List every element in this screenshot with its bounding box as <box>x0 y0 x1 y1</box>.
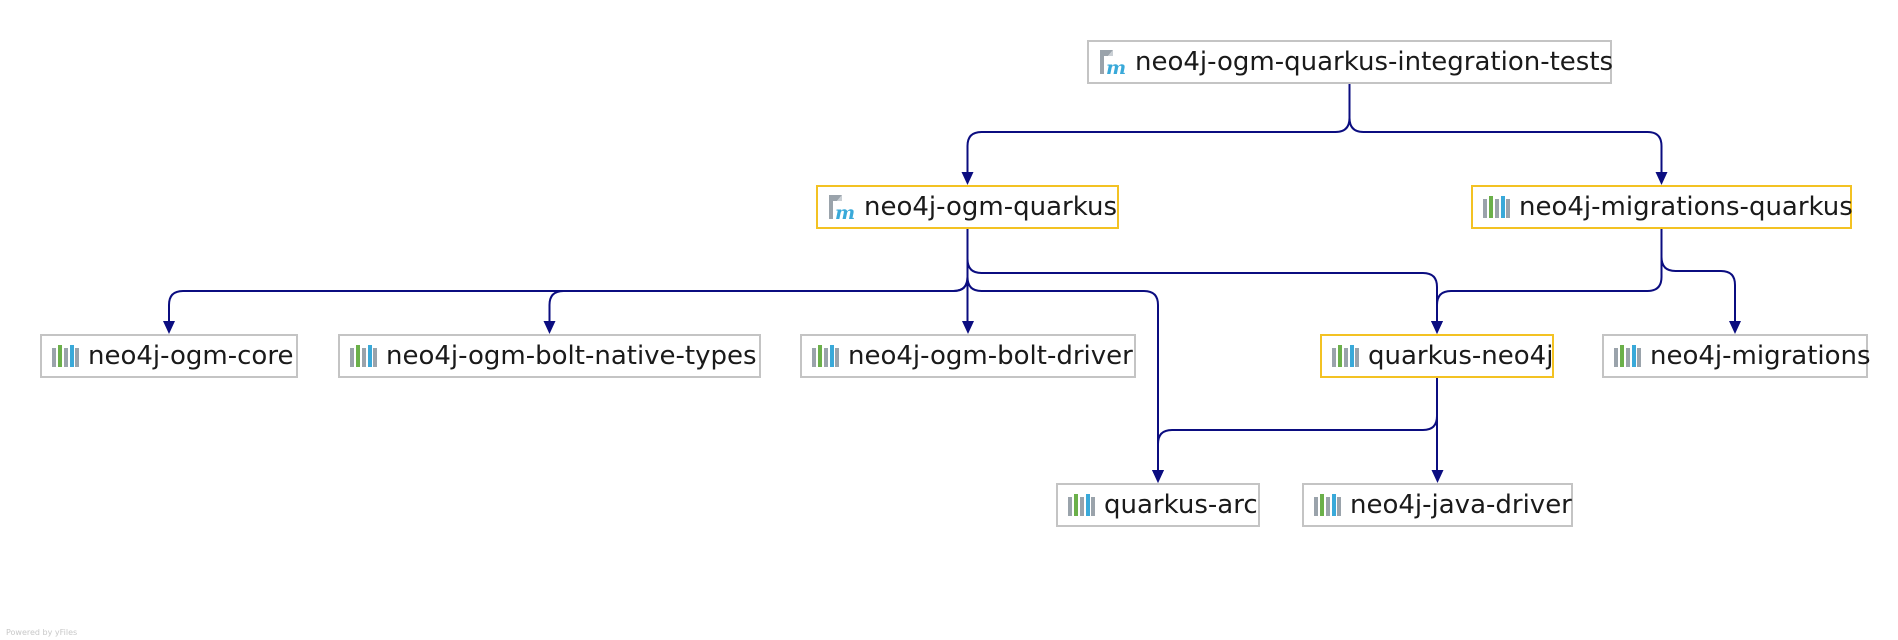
svg-text:m: m <box>1106 57 1126 75</box>
edge-it-to-oq <box>966 84 1351 173</box>
node-label: neo4j-migrations-quarkus <box>1519 192 1853 222</box>
node-label: neo4j-java-driver <box>1350 490 1572 520</box>
node-neo4j-migrations[interactable]: neo4j-migrations <box>1602 334 1871 378</box>
node-label: neo4j-ogm-quarkus-integration-tests <box>1135 47 1614 77</box>
node-quarkus-arc[interactable]: quarkus-arc <box>1056 483 1260 527</box>
edge-qn-to-arc <box>1157 378 1438 471</box>
arrowhead-oq <box>961 172 974 185</box>
svg-text:m: m <box>835 202 855 220</box>
library-icon <box>812 345 839 367</box>
maven-module-icon: m <box>1100 50 1126 75</box>
arrowhead-bnt <box>543 321 556 334</box>
library-icon <box>350 345 377 367</box>
edge-mq-to-qn <box>1436 229 1663 322</box>
node-neo4j-ogm-quarkus-integration-tests[interactable]: m neo4j-ogm-quarkus-integration-tests <box>1087 40 1614 84</box>
library-icon <box>1314 494 1341 516</box>
arrowhead-arc <box>1152 470 1164 483</box>
arrowhead-mq <box>1655 172 1668 185</box>
node-neo4j-migrations-quarkus[interactable]: neo4j-migrations-quarkus <box>1471 185 1853 229</box>
edge-oq-to-arc <box>966 229 1159 471</box>
node-label: neo4j-migrations <box>1650 341 1871 371</box>
edge-mq-to-mig <box>1660 229 1736 322</box>
edge-oq-to-core <box>168 229 969 322</box>
library-icon <box>1483 196 1510 218</box>
arrowhead-mig <box>1729 321 1741 334</box>
maven-module-icon: m <box>829 195 855 220</box>
arrowhead-qn <box>1431 321 1443 334</box>
edge-oq-to-bnt <box>548 229 969 322</box>
edge-oq-to-qn <box>966 229 1438 322</box>
edge-it-to-mq <box>1348 84 1663 173</box>
node-neo4j-ogm-quarkus[interactable]: m neo4j-ogm-quarkus <box>816 185 1119 229</box>
node-neo4j-ogm-core[interactable]: neo4j-ogm-core <box>40 334 298 378</box>
node-neo4j-java-driver[interactable]: neo4j-java-driver <box>1302 483 1573 527</box>
node-label: quarkus-arc <box>1104 490 1258 520</box>
footer-credit: Powered by yFiles <box>6 628 78 637</box>
node-label: neo4j-ogm-bolt-native-types <box>386 341 757 371</box>
node-neo4j-ogm-bolt-driver[interactable]: neo4j-ogm-bolt-driver <box>800 334 1136 378</box>
node-label: neo4j-ogm-bolt-driver <box>848 341 1133 371</box>
arrowhead-core <box>163 321 175 334</box>
node-neo4j-ogm-bolt-native-types[interactable]: neo4j-ogm-bolt-native-types <box>338 334 761 378</box>
node-label: quarkus-neo4j <box>1368 341 1554 371</box>
library-icon <box>1332 345 1359 367</box>
library-icon <box>1068 494 1095 516</box>
node-quarkus-neo4j[interactable]: quarkus-neo4j <box>1320 334 1554 378</box>
library-icon <box>1614 345 1641 367</box>
arrowhead-jd <box>1431 470 1444 483</box>
node-label: neo4j-ogm-core <box>88 341 294 371</box>
library-icon <box>52 345 79 367</box>
node-label: neo4j-ogm-quarkus <box>864 192 1118 222</box>
arrowhead-bd <box>962 321 974 334</box>
